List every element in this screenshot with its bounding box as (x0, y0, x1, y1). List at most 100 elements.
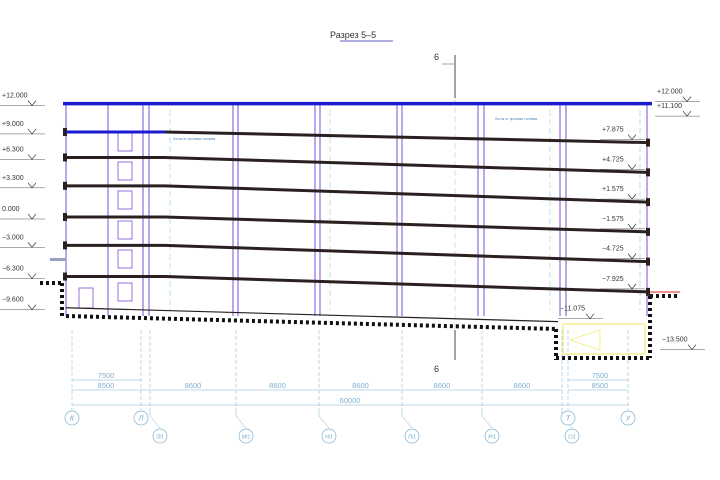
ledge (50, 258, 66, 261)
left-level-mark-arrow-icon (27, 154, 37, 161)
axis-label-4: Н/1 (325, 435, 333, 441)
pit-outline (562, 323, 646, 355)
door-opening (117, 249, 133, 269)
right-level-mark: −11.075 (560, 306, 585, 313)
axis-label-7: С/1 (568, 435, 576, 441)
left-level-mark-arrow-icon (27, 304, 37, 311)
left-level-mark: 0.000 (2, 206, 20, 213)
floor-slab-0 (66, 130, 649, 145)
section-mark-top: 6 (434, 52, 439, 62)
axis-label-5: П/1 (408, 435, 416, 441)
slab-end (646, 257, 650, 266)
dimension-label: 8600 (269, 381, 286, 390)
right-level-mark-arrow-icon (627, 253, 637, 260)
left-level-mark: −3.000 (2, 234, 24, 241)
axis-bubble (564, 428, 580, 444)
door-opening (117, 161, 133, 181)
door-opening (117, 220, 133, 240)
left-level-mark: +12.000 (2, 93, 28, 100)
axis-bubble (152, 428, 168, 444)
axis-bubble (238, 428, 254, 444)
right-level-mark-arrow-icon (682, 110, 692, 117)
dimension-label: 7500 (592, 371, 609, 380)
pit-detail (569, 329, 601, 351)
door-opening (117, 282, 133, 302)
slab-end (63, 213, 67, 221)
dimension-label: 8500 (592, 381, 609, 390)
axis-label-1: Л (138, 416, 144, 423)
axis-leader (235, 410, 247, 429)
left-level-mark-arrow-icon (27, 100, 37, 107)
dimension-label: 8600 (185, 381, 202, 390)
left-level-mark: +9.000 (2, 121, 24, 128)
slab-end (63, 181, 67, 190)
axis-label-9: У (625, 416, 632, 423)
dimension-label: 7500 (98, 371, 115, 380)
right-level-mark-arrow-icon (627, 134, 637, 141)
dimension-label: 8600 (352, 381, 369, 390)
right-level-mark: +11.100 (657, 103, 682, 110)
right-level-mark-arrow-icon (627, 223, 637, 230)
axis-bubble (404, 428, 420, 444)
annotation-left: Лоток от пролива топлива (173, 137, 215, 141)
right-level-mark-arrow-icon (585, 313, 595, 320)
axis-label-2: Л/1 (155, 435, 164, 441)
right-level-mark: +1.575 (602, 186, 624, 193)
annotation-right: Лоток от пролива топлива (495, 117, 537, 121)
slab-end (63, 241, 67, 250)
left-level-mark: −6.300 (2, 266, 24, 273)
drawing-title: Разрез 5–5 (330, 30, 376, 40)
axis-leader (318, 410, 330, 429)
axis-label-0: К (70, 416, 75, 423)
axis-leader (401, 410, 413, 429)
slab-end (646, 198, 650, 207)
axis-leader (481, 410, 493, 429)
right-level-mark: −4.725 (602, 246, 624, 253)
right-level-mark-arrow-icon (682, 96, 692, 103)
left-level-mark-arrow-icon (27, 213, 37, 220)
floor-slab-5 (66, 275, 649, 294)
foundation-hatch (65, 314, 559, 331)
right-level-mark: −13.500 (662, 337, 688, 344)
right-level-mark: −7.925 (602, 276, 624, 283)
slab-end (646, 227, 650, 236)
axis-bubble (560, 410, 576, 426)
slab-end (63, 272, 67, 281)
left-level-mark: +3.300 (2, 175, 24, 182)
section-mark-bottom: 6 (434, 364, 439, 374)
floor-slab-3 (66, 215, 649, 234)
axis-bubble (133, 410, 149, 426)
door-opening (117, 190, 133, 210)
slab-end (646, 138, 650, 147)
slab-end (646, 168, 650, 177)
right-level-mark-arrow-icon (627, 164, 637, 170)
slab-end (646, 287, 650, 296)
left-level-mark-arrow-icon (27, 273, 37, 280)
right-level-mark-arrow-icon (687, 344, 697, 351)
right-level-mark: +12.000 (657, 89, 683, 96)
floor-slab-1 (66, 155, 649, 174)
axis-bubble (64, 410, 80, 426)
dimension-label: 8600 (434, 381, 451, 390)
right-level-mark: +4.725 (602, 156, 624, 163)
axis-label-8: Т (566, 416, 571, 423)
dimension-label: 60000 (340, 396, 361, 405)
slab-end (63, 153, 67, 162)
left-level-mark-arrow-icon (27, 128, 37, 135)
axis-bubble (620, 410, 636, 426)
floor-slab-4 (66, 243, 649, 264)
axis-bubble (484, 428, 500, 444)
right-level-mark-arrow-icon (627, 283, 637, 290)
right-level-mark-arrow-icon (627, 193, 637, 200)
door-opening (78, 287, 94, 309)
slab-end (63, 127, 67, 136)
left-level-mark: +6.300 (2, 146, 24, 153)
dimension-label: 8600 (514, 381, 531, 390)
axis-label-3: М/1 (242, 435, 251, 441)
right-level-mark: +7.875 (602, 127, 624, 134)
bottom-slab (65, 307, 559, 323)
axis-bubble (321, 428, 337, 444)
axis-leader (149, 410, 161, 429)
right-level-mark: −1.575 (602, 216, 624, 223)
